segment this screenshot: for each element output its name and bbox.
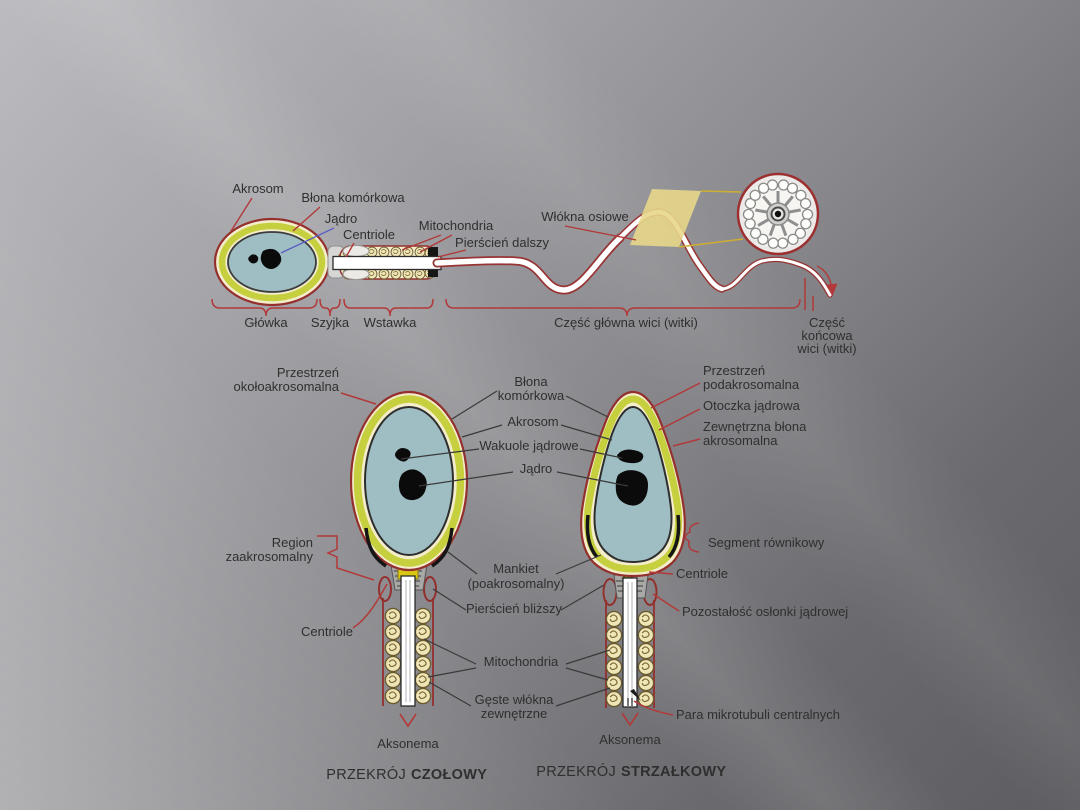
label-akrosom-shared: Akrosom (507, 414, 558, 429)
label-centriole-frontal: Centriole (301, 624, 353, 639)
label-pozostalosc-oslonki: Pozostałość osłonki jądrowej (682, 604, 848, 619)
label-region-zaakrosomalny: zaakrosomalny (226, 549, 314, 564)
caption-przekroj-strzalkowy-word: STRZAŁKOWY (621, 764, 726, 780)
axoneme-rod (332, 255, 442, 271)
region-braces (211, 265, 838, 317)
central-pair (627, 698, 633, 706)
label-mankiet: Mankiet (493, 561, 539, 576)
frontal-section-diagram: Przestrzeń okołoakrosomalna Region zaakr… (226, 365, 487, 783)
nucleus (615, 470, 648, 506)
label-wlokna-osiowe: Włókna osiowe (541, 209, 628, 224)
region-czesc-koncowa: końcowa (801, 328, 853, 343)
label-jadro-shared: Jądro (520, 461, 553, 476)
label-mankiet: (poakrosomalny) (468, 576, 565, 591)
side-view-leaders (230, 197, 637, 258)
label-zewnetrzna-blona: akrosomalna (703, 433, 778, 448)
nuclear-envelope-loop (378, 576, 392, 602)
nucleus (398, 469, 427, 501)
caption-przekroj-czolowy-word: CZOŁOWY (411, 767, 487, 783)
label-przestrzen-podakrosomalna: Przestrzeń (703, 363, 765, 378)
axoneme-rod (622, 577, 638, 708)
label-geste-wlokna: zewnętrzne (481, 706, 547, 721)
label-wakuole-jadrowe: Wakuole jądrowe (479, 438, 578, 453)
region-czesc-glowna: Część główna wici (witki) (554, 315, 698, 330)
axoneme-cross-section (736, 172, 820, 256)
label-para-mikrotubuli: Para mikrotubuli centralnych (676, 707, 840, 722)
label-geste-wlokna: Gęste włókna (475, 692, 555, 707)
region-czesc-koncowa: Część (809, 315, 846, 330)
label-mitochondria: Mitochondria (419, 218, 494, 233)
nuclear-envelope-loop (423, 576, 437, 602)
label-centriole-sagittal: Centriole (676, 566, 728, 581)
caption-przekroj-strzalkowy-prefix: PRZEKRÓJ (536, 763, 616, 780)
side-view-head (213, 217, 331, 307)
label-region-zaakrosomalny: Region (272, 535, 313, 550)
nucleus (260, 248, 282, 269)
shared-center-labels: Błona komórkowa Akrosom Wakuole jądrowe … (400, 374, 629, 721)
label-centriole: Centriole (343, 227, 395, 242)
label-zewnetrzna-blona: Zewnętrzna błona (703, 419, 807, 434)
axoneme-rod (400, 575, 416, 707)
label-akrosom: Akrosom (232, 181, 283, 196)
sagittal-leaders (633, 382, 701, 716)
label-jadro: Jądro (325, 211, 358, 226)
label-segment-rownikowy: Segment równikowy (708, 535, 825, 550)
label-aksonema-frontal: Aksonema (377, 736, 439, 751)
label-blona-komorkowa: Błona komórkowa (301, 190, 405, 205)
nucleus (248, 254, 259, 264)
sagittal-section-diagram: Przestrzeń podakrosomalna Otoczka jądrow… (536, 363, 848, 780)
sagittal-head (580, 390, 686, 578)
sagittal-neck-midpiece (602, 565, 658, 708)
region-szyjka: Szyjka (311, 315, 350, 330)
label-pierscien-blizszy: Pierścień bliższy (466, 601, 563, 616)
label-blona-komorkowa-shared: komórkowa (498, 388, 565, 403)
shared-leaders (400, 390, 629, 707)
label-przestrzen-okoloakrosomalna: okołoakrosomalna (233, 379, 339, 394)
label-aksonema-sagittal: Aksonema (599, 732, 661, 747)
region-glowka: Główka (244, 315, 288, 330)
nucleus (617, 449, 644, 464)
label-pierscien-dalszy: Pierścień dalszy (455, 235, 549, 250)
frontal-leaders (317, 392, 388, 629)
central-pair-arrowhead (630, 689, 641, 701)
label-blona-komorkowa-shared: Błona (514, 374, 548, 389)
side-view-diagram: Akrosom Błona komórkowa Jądro Centriole … (211, 172, 857, 356)
aksonema-chevron (399, 713, 417, 728)
frontal-neck-midpiece (378, 564, 437, 707)
region-wstawka: Wstawka (364, 315, 418, 330)
aksonema-chevron (621, 712, 639, 727)
cross-section-highlight (630, 189, 744, 248)
label-otoczka-jadrowa: Otoczka jądrowa (703, 398, 801, 413)
frontal-head (349, 390, 469, 572)
region-czesc-koncowa: wici (witki) (796, 341, 856, 356)
label-przestrzen-okoloakrosomalna: Przestrzeń (277, 365, 339, 380)
label-mitochondria-shared: Mitochondria (484, 654, 559, 669)
caption-przekroj-czolowy-prefix: PRZEKRÓJ (326, 766, 406, 783)
label-przestrzen-podakrosomalna: podakrosomalna (703, 377, 800, 392)
